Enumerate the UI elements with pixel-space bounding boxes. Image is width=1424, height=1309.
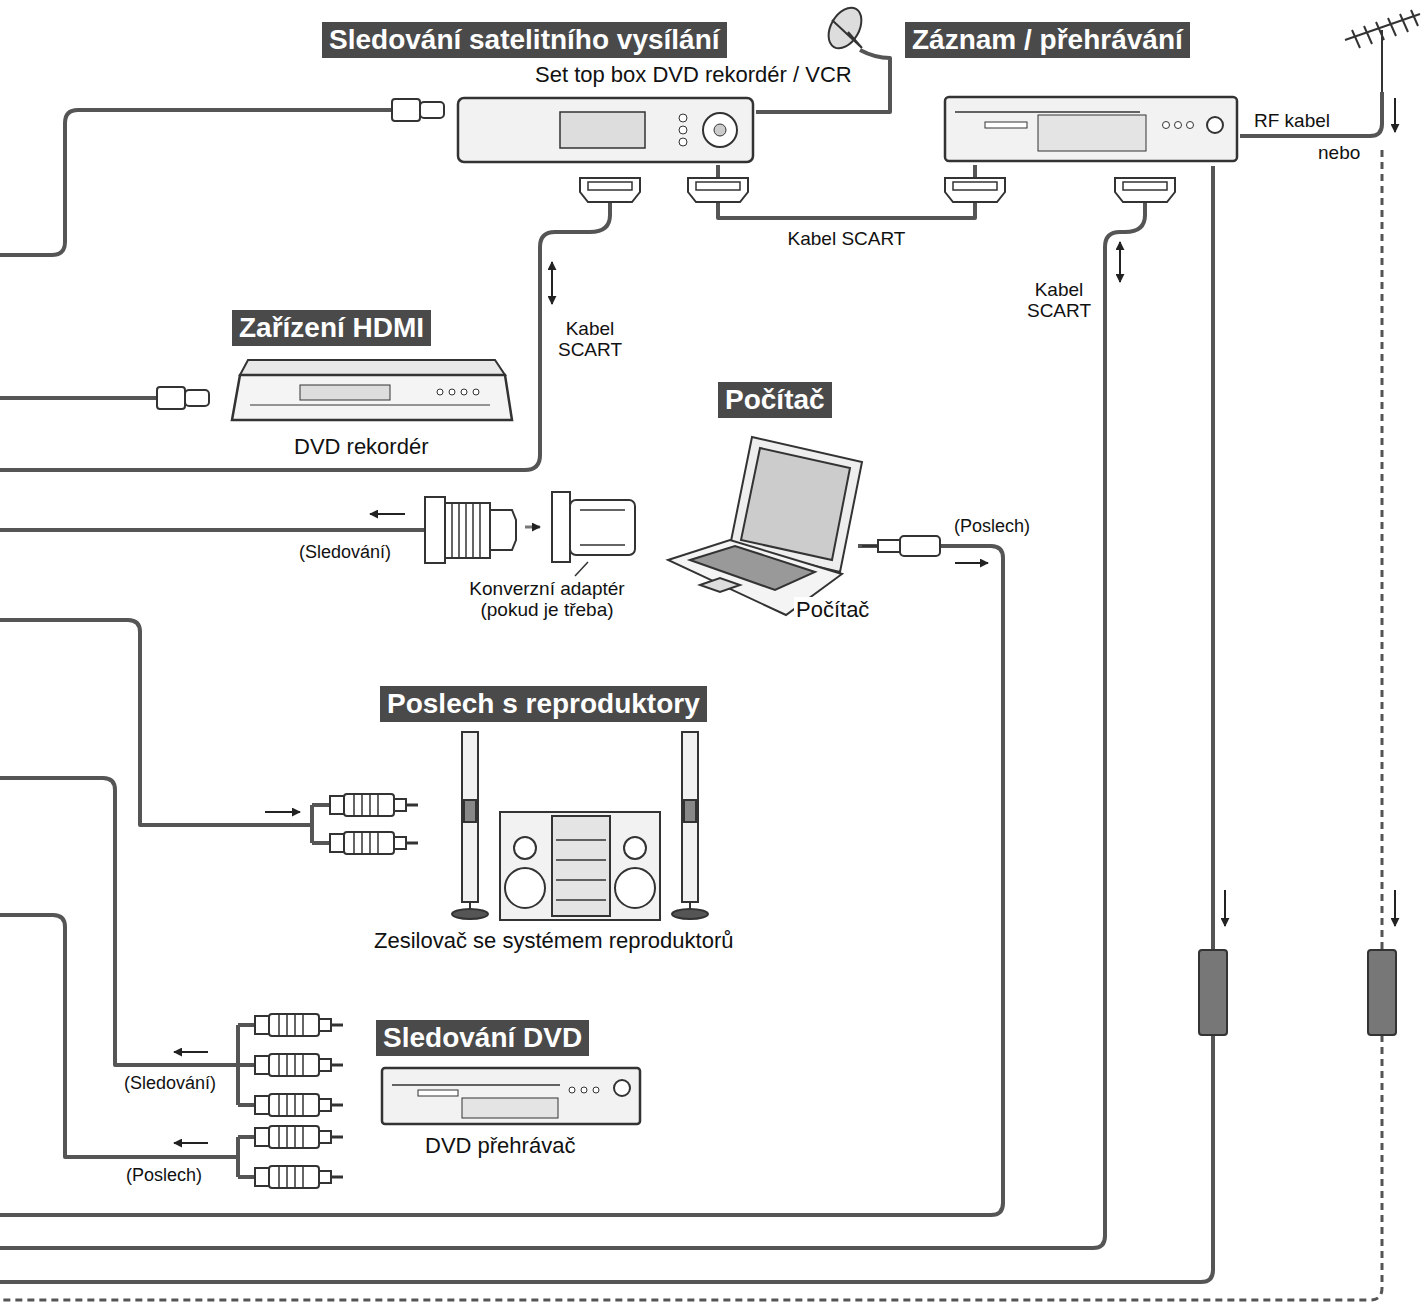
rf-plug (1199, 950, 1396, 1035)
insert-arrow (525, 526, 540, 529)
annotation-label: Kabel SCART (1017, 279, 1101, 321)
scart-plug (580, 178, 640, 202)
headphone-plug (862, 536, 940, 556)
annotation-label: (Poslech) (124, 1165, 204, 1185)
annotation-label: (Poslech) (952, 516, 1032, 536)
annotation-label: Kabel SCART (548, 318, 632, 360)
rca-plug (255, 1166, 343, 1188)
device-caption: Zesilovač se systémem reproduktorů (372, 928, 735, 954)
dvd-player (382, 1068, 640, 1124)
rca-plug (255, 1094, 343, 1116)
section-heading: Záznam / přehrávání (905, 22, 1190, 58)
annotation-label: (Sledování) (122, 1073, 218, 1093)
annotation-label: nebo (1316, 142, 1362, 163)
speaker-system (452, 732, 708, 920)
scart-plug (688, 178, 748, 202)
device-caption: Počítač (794, 597, 871, 623)
section-heading: Poslech s reproduktory (380, 686, 707, 722)
device-group: Sledování DVD DVD přehrávač (376, 1020, 643, 1159)
vga-connector (425, 497, 516, 563)
section-heading: Zařízení HDMI (232, 310, 431, 346)
device-group: PočítačPočítač (665, 382, 871, 623)
rca-plug (330, 794, 418, 816)
dvd-recorder (232, 360, 512, 420)
direction-arrow (174, 98, 1395, 1143)
annotation-label: RF kabel (1252, 110, 1332, 131)
device-caption: DVD přehrávač (423, 1133, 577, 1159)
section-heading: Počítač (718, 382, 832, 418)
cable-label: Kabel SCART (786, 228, 908, 249)
annotation-label: Konverzní adaptér (pokud je třeba) (440, 578, 654, 620)
conversion-adapter (552, 492, 635, 562)
device-group: Poslech s reproduktoryZesilovač se systé… (372, 686, 735, 954)
recorder (945, 97, 1237, 161)
laptop (668, 437, 862, 615)
scart-cable (718, 165, 975, 218)
wire (0, 50, 1382, 1300)
antenna (1345, 10, 1420, 92)
scart-plug (945, 178, 1005, 202)
annotation-label: (Sledování) (297, 542, 393, 562)
leader-line (575, 562, 588, 576)
scart-plug (1115, 178, 1175, 202)
device-group: Zařízení HDMI DVD rekordér (232, 310, 512, 460)
rca-plug (255, 1054, 343, 1076)
device-group: Záznam / přehrávání (905, 22, 1237, 165)
rca-plug (330, 832, 418, 854)
rca-plug (255, 1014, 343, 1036)
satellite-dish (822, 2, 868, 54)
device-caption: DVD rekordér (292, 434, 430, 460)
rca-plug (255, 1126, 343, 1148)
section-heading: Sledování satelitního vysílání (322, 22, 727, 58)
set-top-box (458, 98, 753, 162)
device-group: Sledování satelitního vysíláníSet top bo… (322, 22, 854, 165)
device-caption: Set top box DVD rekordér / VCR (533, 62, 854, 88)
section-heading: Sledování DVD (376, 1020, 589, 1056)
